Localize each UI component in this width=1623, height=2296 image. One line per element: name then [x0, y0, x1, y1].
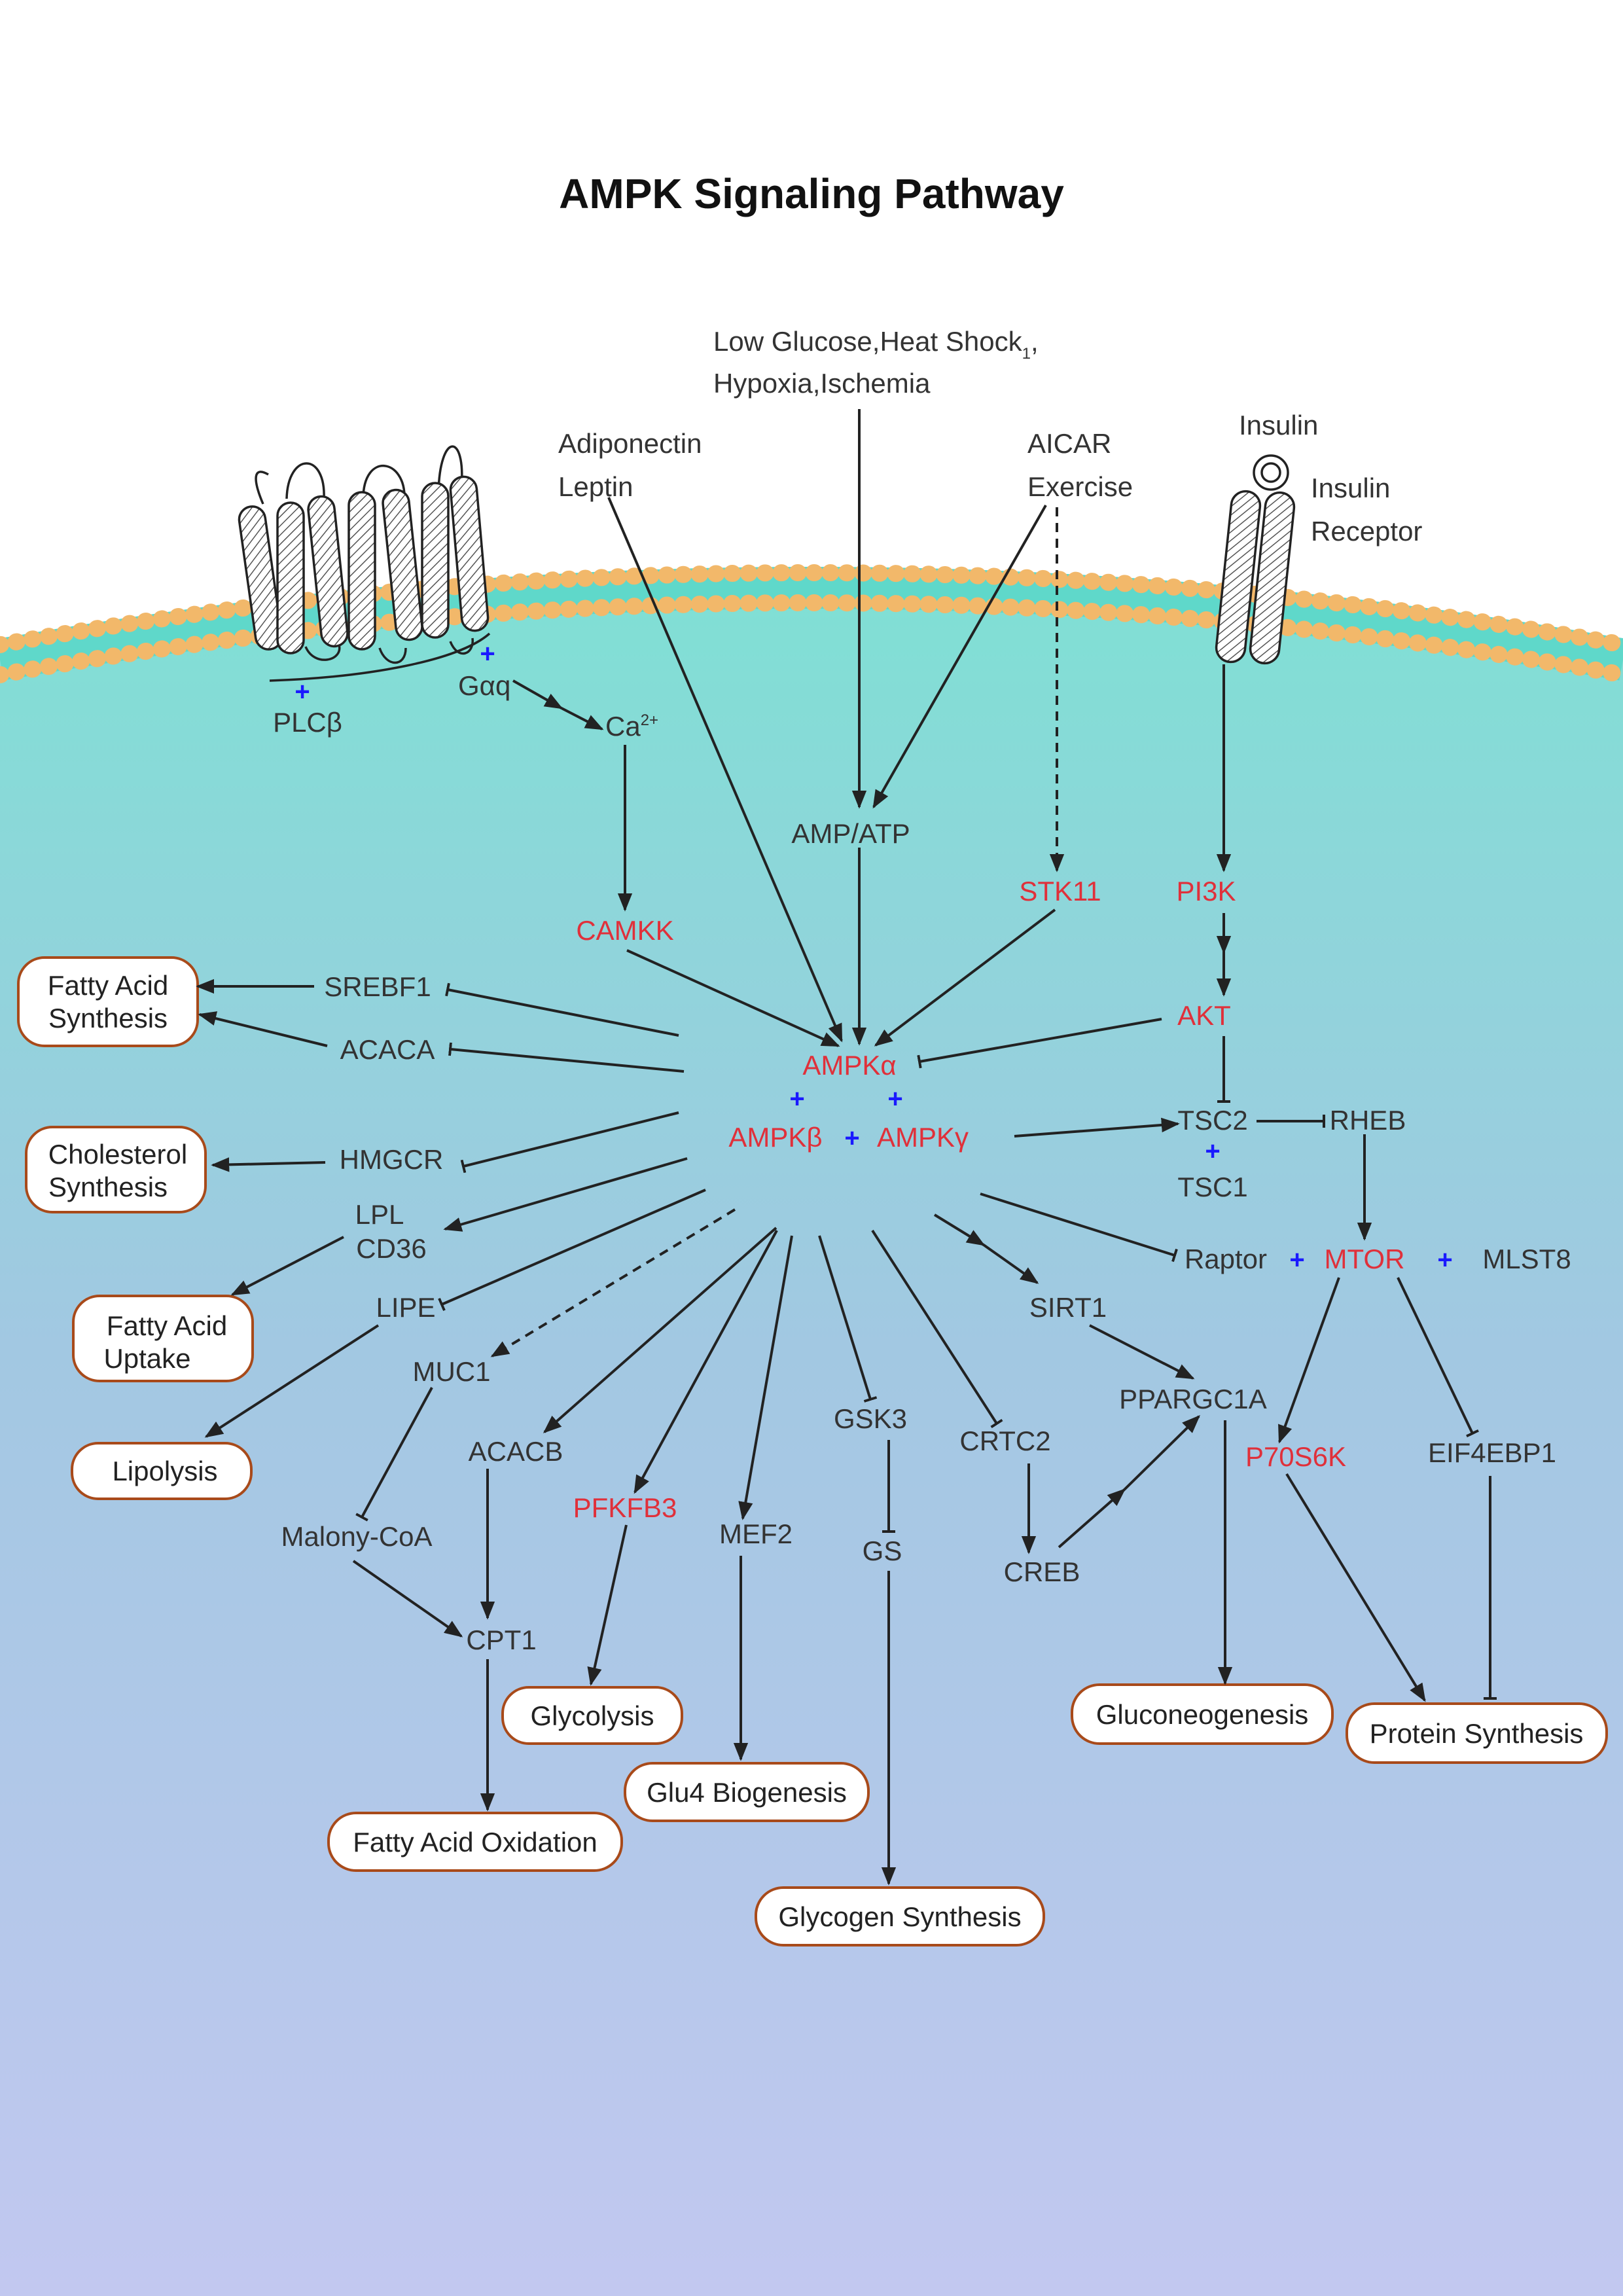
node-srebf1: SREBF1	[324, 971, 431, 1002]
node-ampk-gamma: AMPKγ	[877, 1122, 969, 1153]
stimulus-glucose-line1: Low Glucose,Heat Shock1,	[713, 326, 1039, 363]
node-mlst8: MLST8	[1482, 1244, 1571, 1274]
cell-membrane	[0, 564, 1623, 683]
node-ampk-beta: AMPKβ	[728, 1122, 822, 1153]
stimulus-leptin: Leptin	[558, 471, 633, 502]
insulin-icon	[1253, 454, 1289, 491]
insulin-receptor-icon	[1215, 490, 1296, 665]
node-gaq: Gαq	[458, 670, 510, 701]
process-glu4-biogenesis: Glu4 Biogenesis	[624, 1762, 870, 1822]
process-glycogen-synthesis: Glycogen Synthesis	[755, 1886, 1045, 1946]
node-crtc2: CRTC2	[959, 1426, 1050, 1456]
page-title: AMPK Signaling Pathway	[559, 170, 1064, 217]
svg-text:Uptake: Uptake	[103, 1343, 190, 1374]
process-gluconeogenesis: Gluconeogenesis	[1071, 1683, 1334, 1745]
node-plcb: PLCβ	[273, 707, 342, 738]
node-pi3k: PI3K	[1176, 876, 1236, 906]
node-ca: Ca2+	[605, 711, 658, 742]
node-stk11: STK11	[1019, 876, 1101, 906]
svg-text:Glycolysis: Glycolysis	[530, 1700, 654, 1731]
node-sirt1: SIRT1	[1029, 1292, 1107, 1323]
plus-sign: +	[844, 1124, 859, 1153]
inhibition-lines	[355, 982, 1497, 1700]
svg-text:Fatty Acid: Fatty Acid	[48, 970, 168, 1001]
node-lipe: LIPE	[376, 1292, 435, 1323]
node-mtor: MTOR	[1325, 1244, 1405, 1274]
node-camkk: CAMKK	[576, 915, 673, 946]
node-mef2: MEF2	[719, 1518, 793, 1549]
svg-text:Fatty Acid: Fatty Acid	[107, 1310, 227, 1341]
plus-sign: +	[480, 639, 495, 668]
svg-text:Glu4 Biogenesis: Glu4 Biogenesis	[647, 1777, 847, 1808]
node-eif4ebp1: EIF4EBP1	[1428, 1437, 1556, 1468]
node-creb: CREB	[1004, 1556, 1080, 1587]
node-tsc1: TSC1	[1177, 1172, 1247, 1202]
node-muc1: MUC1	[412, 1356, 490, 1387]
process-fatty-acid-synthesis: Fatty Acid Synthesis	[17, 956, 199, 1047]
node-pfkfb3: PFKFB3	[573, 1492, 677, 1523]
process-cholesterol-synthesis: Cholesterol Synthesis	[25, 1126, 207, 1213]
process-protein-synthesis: Protein Synthesis	[1346, 1702, 1608, 1764]
svg-text:Fatty Acid Oxidation: Fatty Acid Oxidation	[353, 1827, 597, 1857]
insulin-receptor-label-1: Insulin	[1311, 473, 1390, 503]
svg-text:Lipolysis: Lipolysis	[112, 1456, 217, 1486]
stimulus-adiponectin: Adiponectin	[558, 428, 702, 459]
node-ampk-alpha: AMPKα	[802, 1050, 896, 1081]
process-glycolysis: Glycolysis	[501, 1686, 683, 1745]
svg-text:Cholesterol: Cholesterol	[48, 1139, 187, 1170]
stimulus-exercise: Exercise	[1027, 471, 1133, 502]
plus-sign: +	[1289, 1246, 1304, 1274]
node-raptor: Raptor	[1185, 1244, 1267, 1274]
plus-sign: +	[294, 677, 310, 706]
node-akt: AKT	[1177, 1000, 1231, 1031]
plus-sign: +	[1437, 1246, 1452, 1274]
stimulus-glucose-line2: Hypoxia,Ischemia	[713, 368, 931, 399]
node-lpl: LPL	[355, 1199, 404, 1230]
plus-sign: +	[1205, 1137, 1220, 1166]
node-gsk3: GSK3	[834, 1403, 907, 1434]
node-ppargc1a: PPARGC1A	[1119, 1384, 1267, 1414]
node-malony-coa: Malony-CoA	[281, 1521, 432, 1552]
activation-arrows	[196, 409, 1426, 1886]
plus-sign: +	[789, 1085, 804, 1113]
process-fatty-acid-uptake: Fatty Acid Uptake	[72, 1295, 254, 1382]
svg-text:Glycogen Synthesis: Glycogen Synthesis	[778, 1901, 1021, 1932]
node-acacb: ACACB	[469, 1436, 563, 1467]
node-acaca: ACACA	[340, 1034, 435, 1065]
node-cpt1: CPT1	[466, 1624, 536, 1655]
node-gs: GS	[863, 1535, 902, 1566]
node-cd36: CD36	[356, 1233, 426, 1264]
svg-text:Protein Synthesis: Protein Synthesis	[1370, 1718, 1584, 1749]
node-hmgcr: HMGCR	[340, 1144, 444, 1175]
node-amp-atp: AMP/ATP	[791, 818, 910, 849]
node-tsc2: TSC2	[1177, 1105, 1247, 1136]
plus-sign: +	[887, 1085, 902, 1113]
svg-text:Synthesis: Synthesis	[48, 1003, 168, 1033]
gpcr-receptor-icon	[238, 445, 491, 682]
node-p70s6k: P70S6K	[1245, 1441, 1346, 1472]
stimulus-aicar: AICAR	[1027, 428, 1111, 459]
insulin-receptor-label-2: Receptor	[1311, 516, 1422, 547]
node-rheb: RHEB	[1330, 1105, 1406, 1136]
svg-text:Gluconeogenesis: Gluconeogenesis	[1096, 1699, 1309, 1730]
stimulus-insulin: Insulin	[1239, 410, 1318, 440]
process-fatty-acid-oxidation: Fatty Acid Oxidation	[327, 1812, 623, 1872]
svg-text:Synthesis: Synthesis	[48, 1172, 168, 1202]
process-lipolysis: Lipolysis	[71, 1442, 253, 1500]
